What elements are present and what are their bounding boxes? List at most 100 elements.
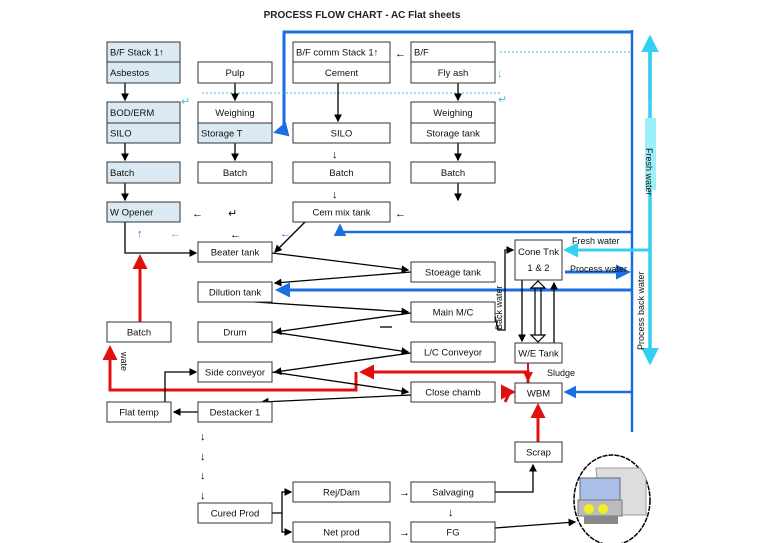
box-asbestos: Asbestos [106, 61, 181, 84]
red-line-to-wbm [501, 384, 516, 403]
box-fly-ash: Fly ash [410, 61, 496, 84]
box-rect [410, 481, 496, 503]
box-label: B/F comm Stack 1↑ [296, 48, 378, 59]
arrow-up-left-icon: ↑ [137, 228, 143, 240]
truck-icon [573, 454, 651, 543]
box-label: Stoeage tank [425, 268, 481, 279]
arrow-right-icon: → [399, 527, 410, 539]
box-bf-comm-stack: B/F comm Stack 1↑ [292, 41, 391, 63]
box-label: W/E Tank [518, 349, 559, 360]
box-rect [292, 481, 391, 503]
box-label: Pulp [225, 68, 244, 79]
box-label: Scrap [526, 448, 551, 459]
arrow-down-icon: ↓ [332, 189, 338, 201]
arrow-left-icon: ← [170, 228, 181, 240]
box-destacker: Destacker 1 [197, 401, 273, 423]
arrow-left-icon: ← [192, 208, 203, 220]
water-label: wate [119, 351, 129, 371]
dashed-flows [200, 51, 630, 94]
sludge-label: Sludge [547, 368, 575, 378]
arrow-left-icon: ← [395, 48, 406, 60]
box-lc-conveyor: L/C Conveyor [410, 341, 496, 363]
box-rect [410, 381, 496, 403]
box-label: Drum [223, 328, 246, 339]
box-rect [106, 61, 181, 84]
box-label: BOD/ERM [110, 108, 154, 119]
box-weighing-4: Weighing [410, 101, 496, 124]
process-water-lines [273, 30, 634, 432]
box-label: 1 & 2 [527, 263, 549, 274]
box-rect [197, 502, 273, 524]
box-bf: B/F [410, 41, 496, 63]
box-rect [106, 201, 181, 223]
fresh-water-band [645, 118, 656, 190]
box-rect [410, 61, 496, 84]
box-label: Dilution tank [209, 288, 262, 299]
box-stoeage-tank: Stoeage tank [410, 261, 496, 283]
box-rect [197, 122, 273, 144]
box-label: Destacker 1 [210, 408, 261, 419]
box-label: Batch [110, 168, 134, 179]
box-rect [292, 201, 391, 223]
box-label: Close chamb [425, 388, 480, 399]
return-arrow-icon: ↵ [181, 96, 190, 108]
box-bod-erm: BOD/ERM [106, 101, 181, 124]
fresh-water-lines [563, 34, 659, 366]
double-pipe [529, 280, 547, 343]
box-rect [106, 122, 181, 144]
box-fg: FG [410, 521, 496, 543]
box-flat-temp: Flat temp [106, 401, 172, 423]
box-rect [197, 361, 273, 383]
arrow-left-icon: ← [395, 208, 406, 220]
box-w-opener: W Opener [106, 201, 181, 223]
box-cem-mix-tank: Cem mix tank [292, 201, 391, 223]
box-silo-1: SILO [106, 122, 181, 144]
box-label: Storage T [201, 129, 243, 140]
box-label: Batch [441, 168, 465, 179]
box-rect [197, 161, 273, 184]
box-label: Main M/C [433, 308, 474, 319]
arrow-down-icon: ↓ [448, 507, 454, 519]
box-label: Batch [329, 168, 353, 179]
diagram-title: PROCESS FLOW CHART - AC Flat sheets [264, 10, 461, 21]
box-rect [410, 301, 496, 323]
box-drum: Drum [197, 321, 273, 343]
box-label: SILO [331, 129, 353, 140]
box-rect [197, 401, 273, 423]
box-label: B/F Stack 1↑ [110, 48, 164, 59]
box-batch-left: Batch [106, 321, 172, 343]
box-label: Storage tank [426, 129, 480, 140]
box-batch-2: Batch [197, 161, 273, 184]
arrow-right-icon: → [399, 487, 410, 499]
box-net-prod: Net prod [292, 521, 391, 543]
box-rect [197, 281, 273, 303]
box-rect [292, 61, 391, 84]
box-rect [410, 161, 496, 184]
box-label: Weighing [215, 108, 254, 119]
box-label: Salvaging [432, 488, 474, 499]
box-rect [410, 521, 496, 543]
return-arrow-icon: ↵ [498, 94, 507, 106]
box-beater-tank: Beater tank [197, 241, 273, 263]
box-label: B/F [414, 48, 429, 59]
box-wbm: WBM [514, 382, 563, 404]
box-label: Cement [325, 68, 359, 79]
arrow-down-icon: ↓ [332, 149, 338, 161]
box-label: Cured Prod [211, 509, 260, 520]
fresh-water-vertical-label: Fresh water [644, 148, 654, 196]
arrow-down-icon: ↓ [497, 68, 503, 80]
box-rect [106, 321, 172, 343]
box-batch-3: Batch [292, 161, 391, 184]
box-scrap: Scrap [514, 441, 563, 463]
arrow-left-icon: ← [230, 229, 241, 241]
box-label: W Opener [110, 208, 153, 219]
box-rect [514, 382, 563, 404]
box-label: Flat temp [119, 408, 159, 419]
box-rej-dam: Rej/Dam [292, 481, 391, 503]
return-arrow-icon: ↵ [228, 208, 237, 220]
box-rect [197, 61, 273, 84]
box-rect [292, 161, 391, 184]
box-close-chamb: Close chamb [410, 381, 496, 403]
water-line-cem-mix [333, 223, 632, 236]
